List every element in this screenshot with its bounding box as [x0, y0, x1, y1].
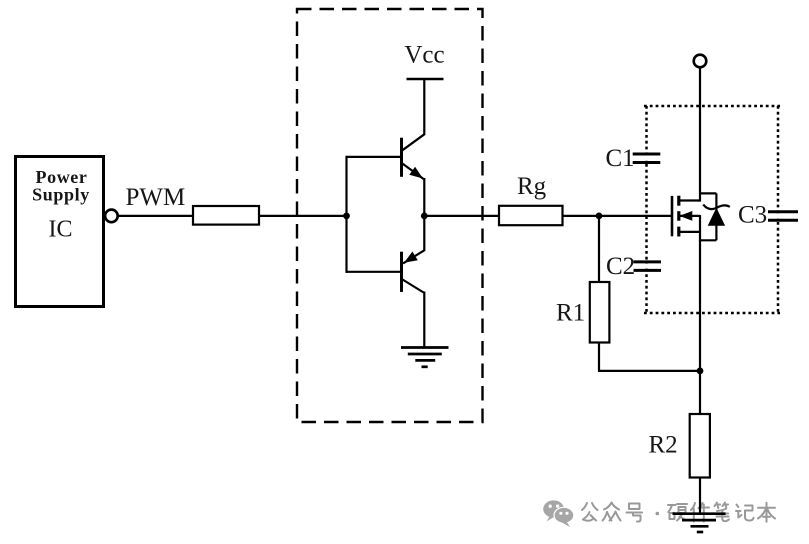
svg-text:Rg: Rg [517, 173, 547, 200]
svg-text:C1: C1 [606, 145, 635, 172]
svg-text:PWM: PWM [126, 184, 186, 211]
svg-text:R1: R1 [556, 300, 585, 327]
svg-text:Supply: Supply [32, 185, 90, 205]
svg-text:R2: R2 [649, 432, 678, 459]
svg-text:C2: C2 [606, 253, 635, 280]
svg-text:Power: Power [36, 167, 88, 187]
svg-text:C3: C3 [738, 202, 767, 229]
svg-text:IC: IC [49, 217, 73, 243]
svg-text:Vcc: Vcc [404, 42, 444, 69]
